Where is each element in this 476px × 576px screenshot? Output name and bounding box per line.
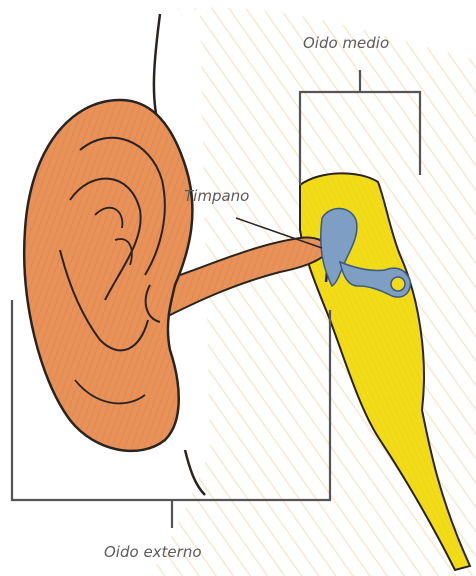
auricle xyxy=(24,100,192,451)
outer-ear-label: Oido externo xyxy=(104,543,202,561)
eardrum-label: Timpano xyxy=(184,187,249,205)
middle-ear-label: Oido medio xyxy=(303,34,389,52)
